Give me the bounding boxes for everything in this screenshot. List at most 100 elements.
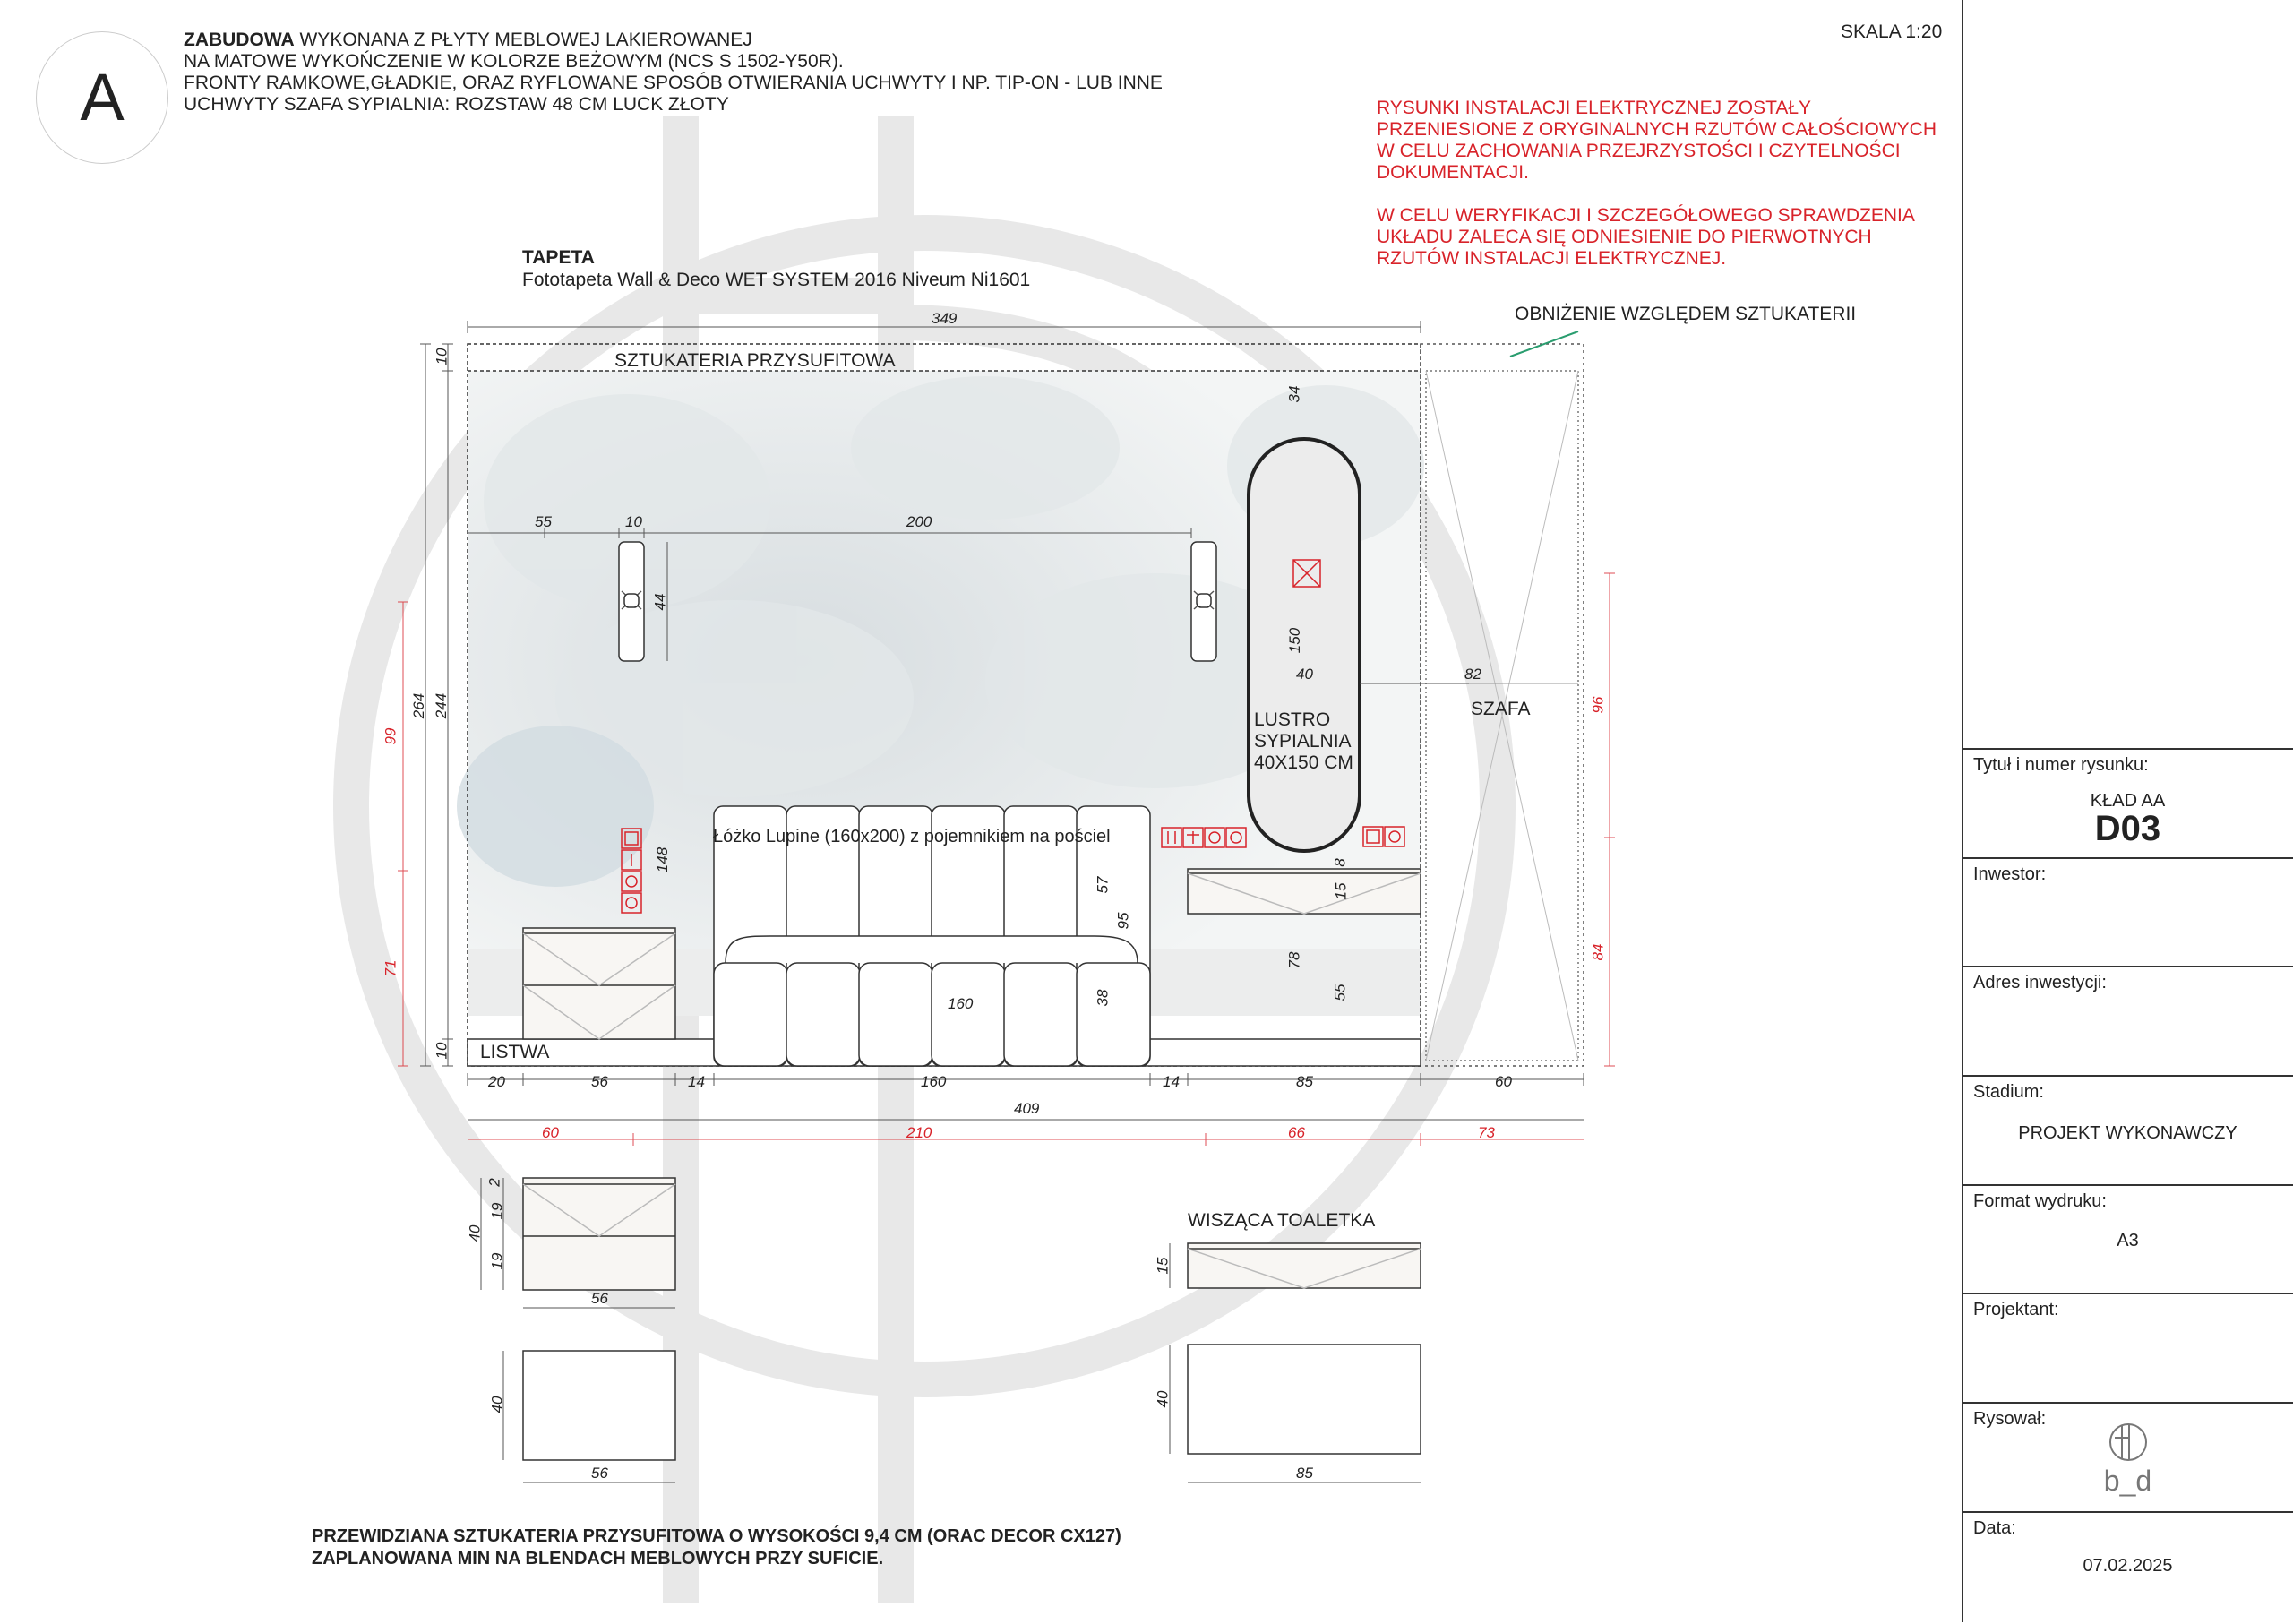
wallpaper-desc: Fototapeta Wall & Deco WET SYSTEM 2016 N… xyxy=(522,270,1031,290)
detail-vanity-front xyxy=(1187,1242,1421,1289)
dim-ns-19b: 19 xyxy=(488,1252,506,1270)
tb-investor-label: Inwestor: xyxy=(1973,864,2047,884)
dim-148: 148 xyxy=(654,846,672,873)
electric-note-line: UKŁADU ZALECA SIĘ ODNIESIENIE DO PIERWOT… xyxy=(1377,227,1872,247)
sockets-right-icon xyxy=(1362,826,1405,847)
tb-investor: Inwestor: xyxy=(1962,857,2293,967)
dim-v84: 84 xyxy=(1589,943,1607,961)
scale-label: SKALA 1:20 xyxy=(1841,21,1943,42)
electric-note-line: W CELU WERYFIKACJI I SZCZEGÓŁOWEGO SPRAW… xyxy=(1377,205,1915,226)
bed-label: Łóżko Lupine (160x200) z pojemnikiem na … xyxy=(713,827,1111,846)
tb-date-value: 07.02.2025 xyxy=(2083,1556,2173,1576)
dim-ns-2: 2 xyxy=(485,1178,503,1187)
dim-vtp-85: 85 xyxy=(1296,1465,1313,1482)
dim-34: 34 xyxy=(1285,385,1303,403)
tb-title: Tytuł i numer rysunku: KŁAD AA D03 xyxy=(1962,748,2293,857)
hanging-vanity xyxy=(1187,868,1421,915)
dim-15: 15 xyxy=(1332,882,1350,900)
header-line-2: NA MATOWE WYKOŃCZENIE W KOLORZE BEŻOWYM … xyxy=(184,51,844,72)
dim-57: 57 xyxy=(1094,876,1112,894)
mirror-label-line: SYPIALNIA xyxy=(1254,731,1352,752)
title-block xyxy=(1962,0,1963,1622)
dim-ns-40: 40 xyxy=(466,1224,484,1242)
section-letter: A xyxy=(80,60,125,134)
dim-nsp-56: 56 xyxy=(591,1465,608,1482)
electric-note-line: RYSUNKI INSTALACJI ELEKTRYCZNEJ ZOSTAŁY xyxy=(1377,98,1812,118)
dim-vtp-40: 40 xyxy=(1154,1390,1172,1408)
dim-v10-top: 10 xyxy=(433,348,451,365)
dim-55: 55 xyxy=(535,513,552,530)
dim-nsp-40: 40 xyxy=(488,1396,506,1413)
designer-logo-icon xyxy=(2109,1423,2147,1461)
dim-ns-19a: 19 xyxy=(488,1202,506,1220)
cornice-label: SZTUKATERIA PRZYSUFITOWA xyxy=(614,350,896,371)
dim-55b: 55 xyxy=(1331,984,1349,1001)
bed-base xyxy=(713,962,1151,1067)
dim-r73: 73 xyxy=(1478,1124,1495,1141)
dim-150: 150 xyxy=(1286,627,1304,654)
designer-logo-text: b_d xyxy=(2103,1465,2152,1497)
dim-vt-15: 15 xyxy=(1154,1257,1172,1275)
tb-stage: Stadium: PROJEKT WYKONAWCZY xyxy=(1962,1075,2293,1184)
skirting-label: LISTWA xyxy=(480,1042,550,1062)
dim-top-total: 349 xyxy=(932,310,958,327)
dim-10: 10 xyxy=(625,513,642,530)
dim-b85: 85 xyxy=(1296,1073,1313,1090)
elevation-drawing xyxy=(333,116,1615,1603)
electric-note-line: PRZENIESIONE Z ORYGINALNYCH RZUTÓW CAŁOŚ… xyxy=(1377,119,1937,140)
tb-title-code: D03 xyxy=(2094,809,2161,848)
detail-vanity-plan xyxy=(1187,1344,1421,1455)
wall-lamp-left xyxy=(618,541,645,662)
dim-200: 200 xyxy=(906,513,932,530)
tb-address-label: Adres inwestycji: xyxy=(1973,973,2107,992)
bottom-note-line: ZAPLANOWANA MIN NA BLENDACH MEBLOWYCH PR… xyxy=(312,1549,884,1568)
mirror-label: LUSTRO SYPIALNIA 40X150 CM xyxy=(1254,709,1353,774)
tb-drawn-label: Rysował: xyxy=(1973,1409,2047,1429)
dim-b56: 56 xyxy=(591,1073,608,1090)
dim-b14a: 14 xyxy=(688,1073,705,1090)
wallpaper-title: TAPETA xyxy=(522,247,595,268)
mirror-light-box xyxy=(1292,559,1321,588)
tb-designer: Projektant: xyxy=(1962,1293,2293,1402)
dim-v96: 96 xyxy=(1589,696,1607,714)
electric-note: RYSUNKI INSTALACJI ELEKTRYCZNEJ ZOSTAŁY … xyxy=(1377,98,1937,270)
tb-date: Data: 07.02.2025 xyxy=(1962,1511,2293,1624)
dim-95: 95 xyxy=(1114,912,1132,930)
detail-nightstand-front xyxy=(522,1177,676,1291)
tb-format-label: Format wydruku: xyxy=(1973,1191,2107,1211)
dim-v99: 99 xyxy=(382,727,399,745)
section-badge: A xyxy=(36,31,168,164)
mirror-label-line: LUSTRO xyxy=(1254,709,1331,730)
tb-format-value: A3 xyxy=(2117,1231,2139,1250)
wall-lamp-right xyxy=(1190,541,1217,662)
dim-40: 40 xyxy=(1296,666,1313,683)
dim-44: 44 xyxy=(651,593,669,611)
header-line-4: UCHWYTY SZAFA SYPIALNIA: ROZSTAW 48 CM L… xyxy=(184,94,729,115)
sockets-left-icon xyxy=(621,828,642,914)
dim-v10-bot: 10 xyxy=(433,1042,451,1060)
tb-stage-label: Stadium: xyxy=(1973,1082,2044,1102)
dim-r60: 60 xyxy=(542,1124,559,1141)
bottom-note-line: PRZEWIDZIANA SZTUKATERIA PRZYSUFITOWA O … xyxy=(312,1526,1121,1546)
dim-b160: 160 xyxy=(921,1073,947,1090)
electric-note-line: DOKUMENTACJI. xyxy=(1377,162,1529,183)
header-notes: ZABUDOWA WYKONANA Z PŁYTY MEBLOWEJ LAKIE… xyxy=(184,30,1163,116)
dim-8: 8 xyxy=(1331,858,1349,867)
mirror-label-line: 40X150 CM xyxy=(1254,752,1353,773)
dim-v71: 71 xyxy=(382,959,399,977)
sockets-middle-icon xyxy=(1161,827,1247,848)
dim-78: 78 xyxy=(1285,951,1303,969)
bed-frame-top xyxy=(725,935,1138,964)
tb-date-label: Data: xyxy=(1973,1518,2016,1538)
dim-b60: 60 xyxy=(1495,1073,1512,1090)
nightstand xyxy=(522,927,676,1040)
detail-nightstand-plan xyxy=(522,1350,676,1461)
dim-r210: 210 xyxy=(906,1124,932,1141)
electric-note-line: W CELU ZACHOWANIA PRZEJRZYSTOŚCI I CZYTE… xyxy=(1377,141,1901,161)
wardrobe-label: SZAFA xyxy=(1471,699,1531,719)
tb-drawn: Rysował: b_d xyxy=(1962,1402,2293,1511)
mirror-oval xyxy=(1247,437,1361,853)
dim-b20: 20 xyxy=(488,1073,505,1090)
tb-address: Adres inwestycji: xyxy=(1962,966,2293,1075)
lowering-label: OBNIŻENIE WZGLĘDEM SZTUKATERII xyxy=(1515,304,1857,324)
